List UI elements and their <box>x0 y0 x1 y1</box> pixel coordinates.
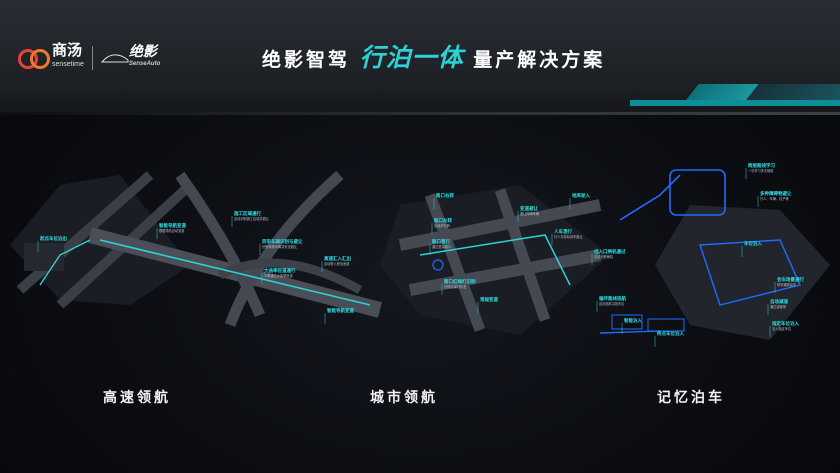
header-edge <box>0 112 840 115</box>
callout-title: 路口右转 <box>436 192 454 199</box>
highway-map <box>10 170 383 327</box>
highway-tags: 施工区域通行自动识别施工区域并避让智能导航变道根据导航自动变道起点车位泊出异形车… <box>37 210 354 324</box>
callout-tag: 车位泊入 <box>741 240 762 257</box>
city-map <box>380 185 610 335</box>
callout-subtitle: 根据导航自动变道 <box>159 228 185 233</box>
callout-tag: 路口右转 <box>433 192 454 209</box>
callout-title: 智能导航变道 <box>327 307 354 314</box>
callout-title: 起点车位泊出 <box>39 235 67 242</box>
callout-title: 会车场景通行 <box>777 276 804 283</box>
callout-title: 循环路线巡航 <box>599 295 626 302</box>
callout-subtitle: 识别红绿灯状态 <box>444 284 467 289</box>
callout-subtitle: 平顺通过大曲率匝道 <box>264 273 293 278</box>
parking-map <box>599 169 830 340</box>
header-band <box>0 0 840 115</box>
car-silhouette-icon <box>100 54 129 63</box>
callout-title: 路口红绿灯识别 <box>444 278 476 285</box>
callout-subtitle: 自动识别施工区域并避让 <box>234 216 270 221</box>
callout-subtitle: 行人、车辆、柱子等 <box>760 196 789 201</box>
callout-subtitle: 一次学习多次使用 <box>748 168 774 173</box>
logo-divider <box>91 46 93 70</box>
callout-title: 高速汇入汇出 <box>324 255 351 262</box>
callout-tag: 常规变道 <box>477 296 498 313</box>
callout-tag: 智能导航变道 <box>324 307 354 324</box>
section-label-parking: 记忆泊车 <box>657 390 725 406</box>
callout-title: 自动减速 <box>770 298 788 305</box>
sensetime-logo-text: 商汤 sensetime <box>52 42 84 68</box>
city-tags: 路口左转无保护左转路口直行通过复杂路口路口红绿灯识别识别红绿灯状态变道避让避让障… <box>429 192 583 313</box>
callout-title: 出入口闸机通过 <box>594 248 626 255</box>
callout-tag: 终点车位泊入 <box>654 330 684 347</box>
section-label-highway: 高速领航 <box>103 390 171 406</box>
callout-title: 路口左转 <box>434 217 452 224</box>
callout-title: 指定车位泊入 <box>772 320 799 327</box>
callout-title: 路口直行 <box>432 238 450 245</box>
callout-title: 智能导航变道 <box>159 222 186 229</box>
callout-title: 人车混行 <box>553 228 572 235</box>
callout-subtitle: 识别特殊车辆并安全避让 <box>262 244 298 249</box>
callout-subtitle: 狭窄通道会车 <box>777 282 796 287</box>
callout-tag: 智能泊入 <box>621 317 642 334</box>
callout-title: 地库驶入 <box>572 192 590 199</box>
senseauto-logo: 绝影 SenseAuto <box>128 43 161 67</box>
callout-title: 跨层路线学习 <box>748 162 775 169</box>
callout-tag: 地库驶入 <box>569 192 590 209</box>
callout-subtitle: 通过复杂路口 <box>432 244 451 249</box>
callout-title: 车位泊入 <box>744 240 762 247</box>
callout-subtitle: 自动识别闸机 <box>594 254 614 259</box>
callout-title: 施工区域通行 <box>234 210 261 217</box>
callout-subtitle: 自动驶入驶出匝道 <box>324 261 350 266</box>
callout-subtitle: 自动巡航寻找车位 <box>599 301 625 306</box>
callout-title: 变道避让 <box>520 205 538 212</box>
callout-title: 智能泊入 <box>624 317 642 324</box>
callout-title: 异形车辆识别与避让 <box>262 238 303 245</box>
sensetime-logo-icon <box>18 49 50 69</box>
callout-title: 终点车位泊入 <box>656 330 684 337</box>
brand-logos: 商汤 sensetime 绝影 SenseAuto <box>18 42 161 72</box>
accent-stripe <box>630 100 840 106</box>
section-label-city: 城市领航 <box>370 390 438 406</box>
callout-subtitle: 避让障碍车辆 <box>520 211 540 216</box>
callout-title: 大曲率匝道通行 <box>264 267 296 274</box>
scenario-maps: 施工区域通行自动识别施工区域并避让智能导航变道根据导航自动变道起点车位泊出异形车… <box>10 162 830 347</box>
callout-subtitle: 行人与非机动车避让 <box>554 234 583 239</box>
callout-subtitle: 通过减速带 <box>770 304 787 309</box>
callout-title: 常规变道 <box>480 296 498 303</box>
callout-subtitle: 无保护左转 <box>434 223 451 228</box>
page-title: 绝影智驾 行泊一体 量产解决方案 <box>262 43 606 72</box>
callout-subtitle: 泊入指定车位 <box>772 326 792 331</box>
callout-tag: 起点车位泊出 <box>37 235 67 252</box>
parking-tags: 地库驶入 跨层路线学习一次学习多次使用多种障碍物避让行人、车辆、柱子等出入口闸机通… <box>569 162 804 347</box>
callout-title: 多种障碍物避让 <box>760 190 792 197</box>
